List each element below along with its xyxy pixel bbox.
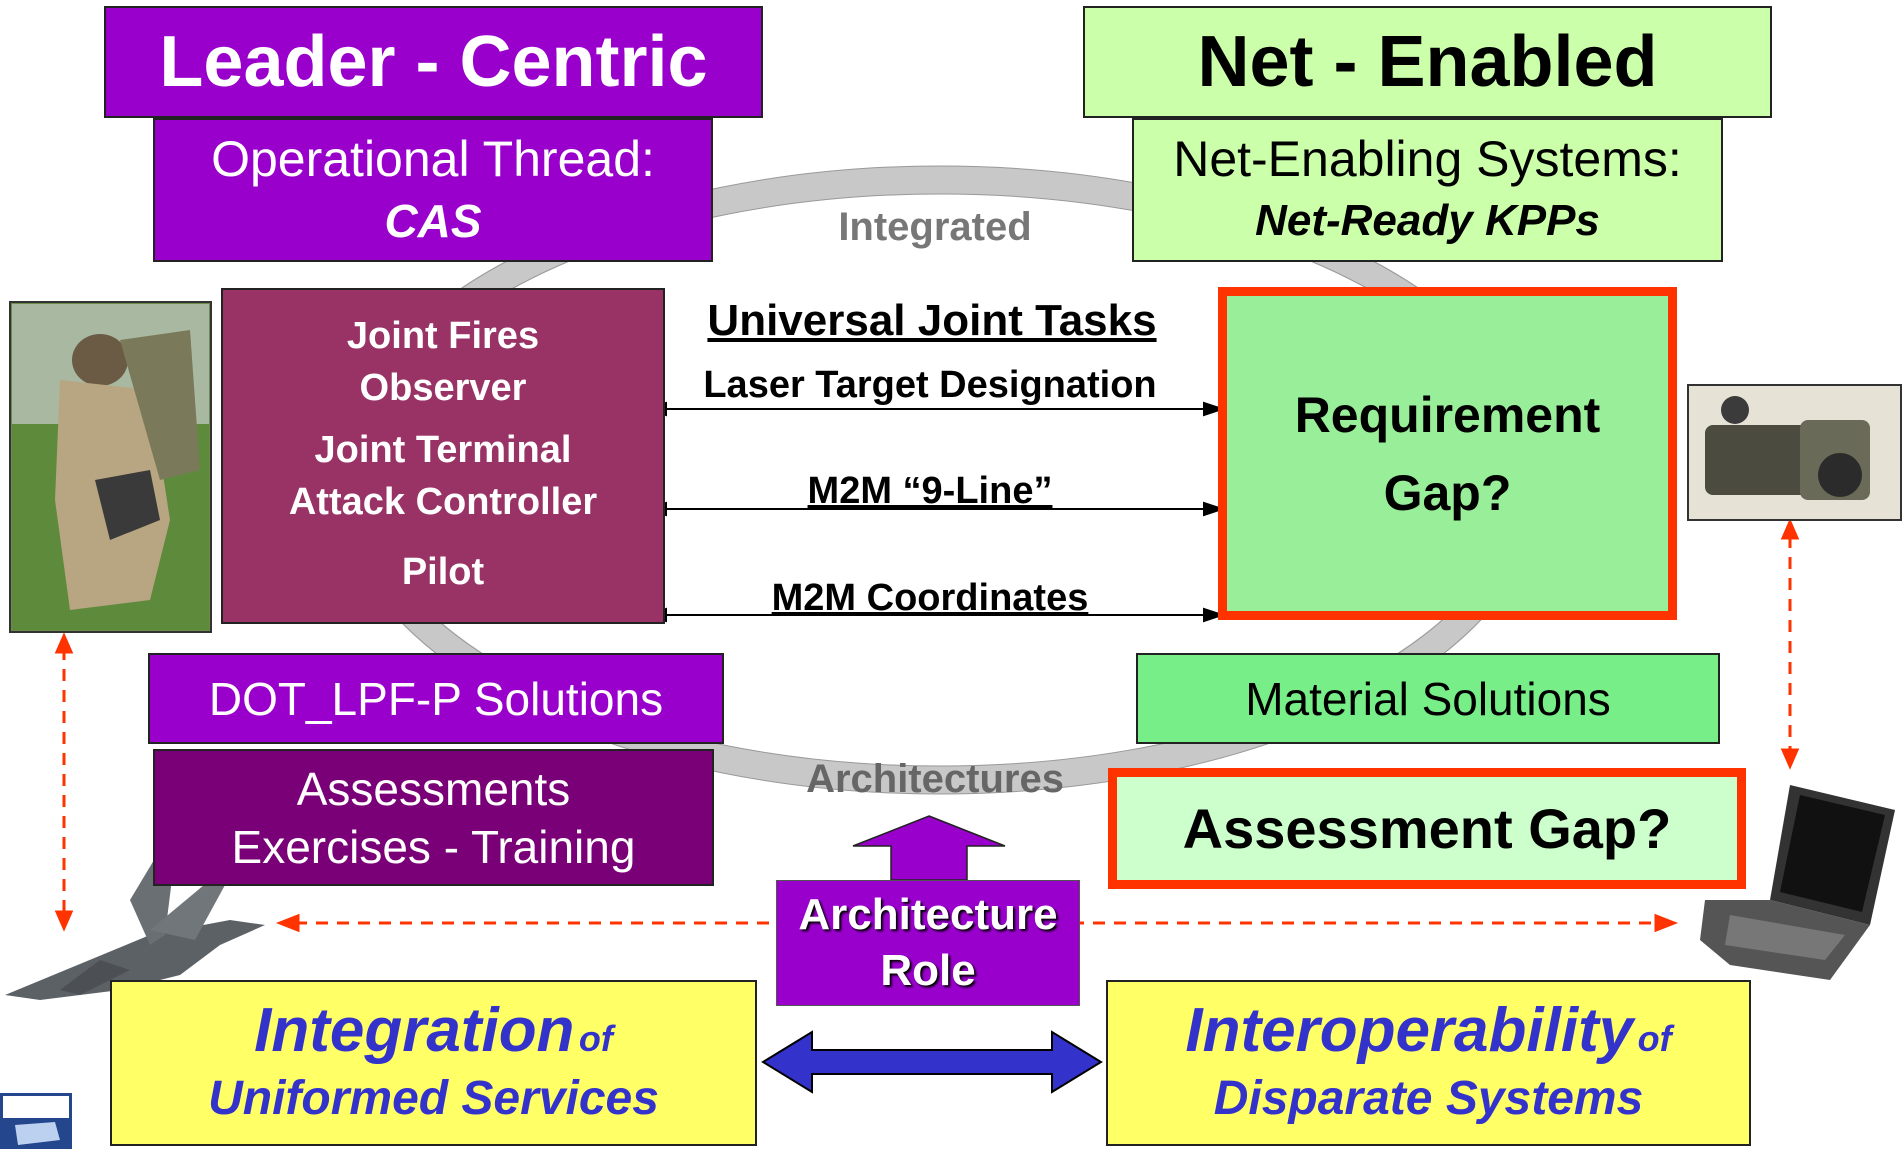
interoperability-of: of xyxy=(1637,1018,1672,1059)
architecture-role-line1: Architecture xyxy=(798,890,1058,939)
assessments-box: Assessments Exercises - Training xyxy=(153,749,714,886)
net-enabling-label: Net-Enabling Systems: xyxy=(1173,131,1682,187)
role-line: Observer xyxy=(359,367,527,409)
net-enabled-title: Net - Enabled xyxy=(1083,6,1772,118)
material-solutions-label: Material Solutions xyxy=(1245,672,1611,725)
role-line: Pilot xyxy=(401,551,485,593)
rugged-laptop-image xyxy=(1700,785,1895,980)
architecture-role-line2: Role xyxy=(880,946,976,995)
usjfcom-seal xyxy=(0,1093,72,1149)
assessments-line2: Exercises - Training xyxy=(231,820,636,873)
interoperability-subtitle: Disparate Systems xyxy=(1213,1072,1644,1125)
operational-thread-value: CAS xyxy=(384,195,482,247)
interoperability-box: Interoperability of Disparate Systems xyxy=(1106,980,1751,1146)
task-label: M2M Coordinates xyxy=(771,577,1089,619)
task-label: M2M “9-Line” xyxy=(807,470,1053,512)
dotlpfp-solutions-box: DOT_LPF-P Solutions xyxy=(148,653,724,744)
integration-of: of xyxy=(578,1018,613,1059)
role-line: Joint Fires xyxy=(346,315,540,357)
operational-thread-label: Operational Thread: xyxy=(211,131,655,187)
requirement-gap-box: Requirement Gap? xyxy=(1218,287,1677,620)
role-line: Joint Terminal xyxy=(314,429,572,471)
net-enabling-systems-box: Net-Enabling Systems: Net-Ready KPPs xyxy=(1132,118,1723,262)
architecture-role-box: Architecture Role xyxy=(776,880,1080,1006)
soldier-photo xyxy=(9,301,212,633)
ring-label-architectures: Architectures xyxy=(806,757,1064,801)
net-enabling-value: Net-Ready KPPs xyxy=(1255,196,1600,245)
roles-box: Joint Fires Observer Joint Terminal Atta… xyxy=(221,288,665,624)
requirement-gap-line2: Gap? xyxy=(1383,464,1512,521)
universal-joint-tasks-title: Universal Joint Tasks xyxy=(707,296,1157,345)
assessments-line1: Assessments xyxy=(296,762,571,815)
requirement-gap-line1: Requirement xyxy=(1294,386,1601,443)
blue-double-arrow xyxy=(761,1030,1103,1094)
integration-box: Integration of Uniformed Services xyxy=(110,980,757,1146)
leader-centric-title: Leader - Centric xyxy=(104,6,763,118)
assessment-gap-label: Assessment Gap? xyxy=(1182,797,1672,860)
role-line: Attack Controller xyxy=(288,481,598,523)
dotlpfp-solutions-label: DOT_LPF-P Solutions xyxy=(208,672,664,725)
integration-subtitle: Uniformed Services xyxy=(208,1072,659,1125)
architecture-up-arrow xyxy=(852,815,1006,881)
integration-word: Integration xyxy=(254,996,575,1065)
operational-thread-box: Operational Thread: CAS xyxy=(153,118,713,262)
task-label: Laser Target Designation xyxy=(703,364,1157,406)
net-enabled-title-text: Net - Enabled xyxy=(1197,22,1658,102)
interoperability-word: Interoperability xyxy=(1185,996,1634,1065)
assessment-gap-box: Assessment Gap? xyxy=(1108,768,1746,889)
leader-centric-title-text: Leader - Centric xyxy=(159,22,708,102)
ring-label-integrated: Integrated xyxy=(838,205,1032,249)
equipment-photo xyxy=(1687,384,1902,521)
material-solutions-box: Material Solutions xyxy=(1136,653,1720,744)
